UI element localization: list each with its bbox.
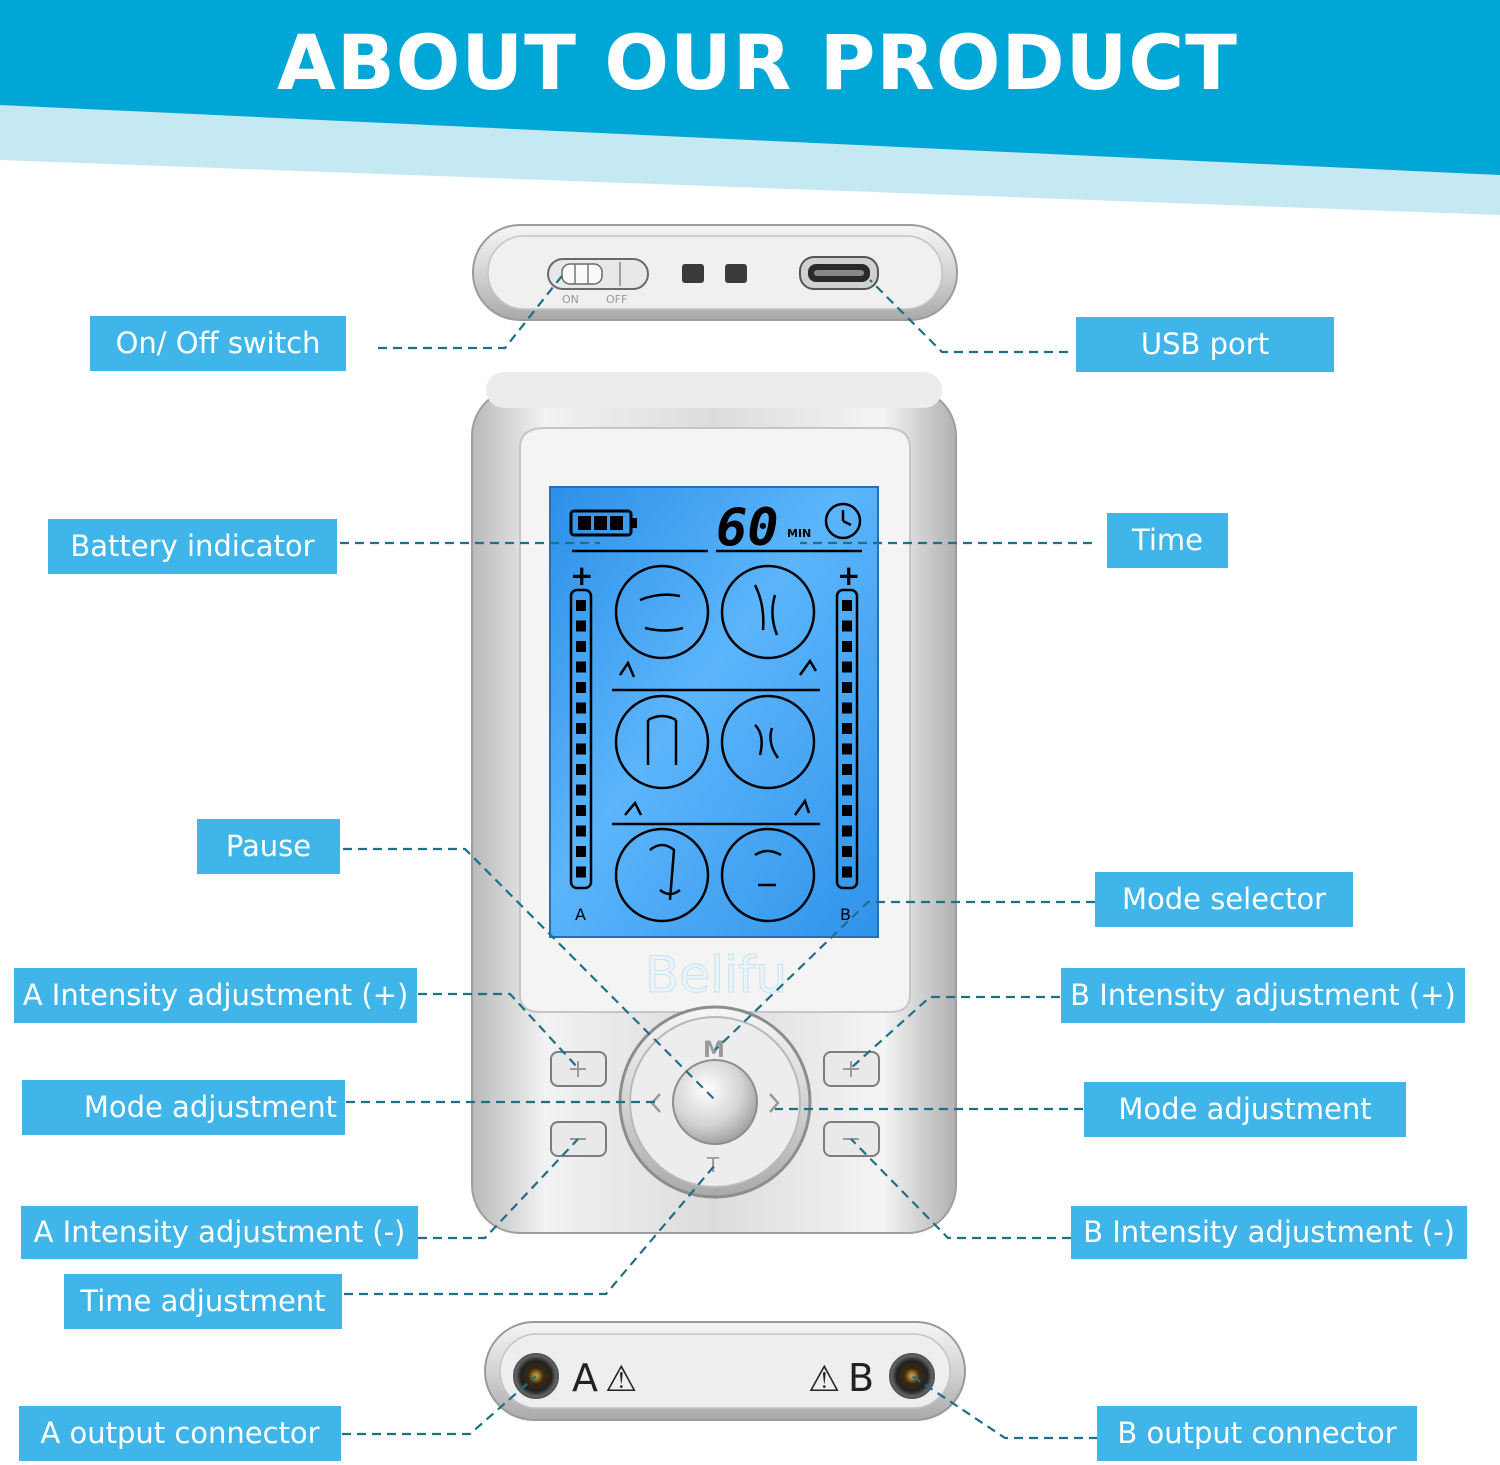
indicator-light-1 — [682, 264, 704, 283]
channel-a-level-bar — [569, 588, 593, 890]
channel-b-segments — [842, 600, 852, 878]
label-usb-port: USB port — [1076, 317, 1334, 372]
label-b-intensity-plus: B Intensity adjustment (+) — [1061, 968, 1465, 1023]
line-mode-selector — [714, 900, 1095, 1051]
line-usb — [869, 279, 1068, 354]
intensity-segment — [576, 723, 586, 734]
label-b-output-connector: B output connector — [1097, 1406, 1417, 1461]
intensity-segment — [576, 764, 586, 775]
output-a-warning-icon: ⚠ — [605, 1359, 637, 1400]
mode-icon-foot — [720, 827, 816, 923]
b-plus-button[interactable] — [823, 1051, 880, 1087]
lcd-time-value: 60 — [716, 498, 779, 558]
intensity-segment — [576, 641, 586, 652]
intensity-segment — [842, 743, 852, 755]
intensity-segment — [842, 866, 852, 878]
intensity-segment — [576, 784, 586, 796]
mode-icon-leg — [720, 694, 816, 790]
intensity-segment — [842, 661, 852, 673]
output-a-letter: A — [572, 1356, 598, 1400]
intensity-segment — [842, 825, 852, 837]
label-a-intensity-plus: A Intensity adjustment (+) — [14, 968, 417, 1023]
label-time-adjustment: Time adjustment — [64, 1274, 342, 1329]
device-bottom-view: A ⚠ ⚠ B — [484, 1321, 966, 1421]
channel-b-plus: + — [837, 559, 860, 592]
intensity-segment — [576, 661, 586, 673]
intensity-segment — [842, 723, 852, 734]
intensity-segment — [576, 702, 586, 714]
intensity-segment — [576, 825, 586, 837]
lcd-time-unit: MIN — [787, 527, 811, 540]
line-a-output — [342, 1375, 537, 1436]
label-mode-adjustment-left: Mode adjustment — [22, 1080, 345, 1135]
pause-button[interactable] — [672, 1059, 758, 1145]
intensity-segment — [842, 846, 852, 857]
label-pause: Pause — [197, 819, 340, 874]
label-a-intensity-minus: A Intensity adjustment (-) — [21, 1206, 418, 1259]
line-pause — [343, 847, 716, 1101]
intensity-segment — [576, 846, 586, 857]
a-plus-button[interactable] — [550, 1051, 607, 1087]
channel-a-letter: A — [575, 905, 586, 924]
label-a-output-connector: A output connector — [19, 1406, 341, 1461]
line-time-adj — [344, 1164, 716, 1296]
power-switch[interactable] — [547, 258, 649, 290]
mode-icon-shoulder — [614, 827, 710, 923]
intensity-segment — [842, 682, 852, 693]
label-on-off-switch: On/ Off switch — [90, 316, 346, 371]
brand-logo: Belifu — [645, 946, 787, 1004]
clock-icon — [824, 502, 862, 540]
line-b-minus — [850, 1138, 1071, 1240]
line-b-plus — [850, 995, 1060, 1069]
page-title: ABOUT OUR PRODUCT — [277, 18, 1238, 107]
line-on-off — [378, 271, 566, 350]
switch-off-text: OFF — [606, 293, 627, 306]
a-minus-button[interactable] — [550, 1121, 607, 1157]
intensity-segment — [842, 764, 852, 775]
intensity-segment — [576, 682, 586, 693]
label-battery-indicator: Battery indicator — [48, 519, 337, 574]
channel-a-segments — [576, 600, 586, 878]
intensity-segment — [576, 805, 586, 816]
lcd-screen: 60 MIN + + A B — [549, 486, 879, 938]
channel-a-plus: + — [570, 559, 593, 592]
mode-key-label: M — [703, 1038, 725, 1063]
mode-right-arrow-icon[interactable] — [769, 1093, 780, 1113]
label-mode-adjustment-right: Mode adjustment — [1084, 1082, 1406, 1137]
channel-b-letter: B — [840, 905, 851, 924]
usb-port-icon — [799, 256, 879, 290]
output-b-letter: B — [848, 1356, 874, 1400]
intensity-segment — [576, 866, 586, 878]
line-b-output — [911, 1375, 1098, 1440]
label-b-intensity-minus: B Intensity adjustment (-) — [1071, 1206, 1467, 1259]
line-a-plus — [418, 992, 579, 1069]
mode-icon-arm — [720, 564, 816, 660]
intensity-segment — [842, 641, 852, 652]
label-time: Time — [1107, 513, 1228, 568]
intensity-segment — [842, 805, 852, 816]
header-band — [0, 0, 1500, 215]
line-a-minus — [418, 1138, 579, 1240]
switch-on-text: ON — [562, 293, 579, 306]
intensity-segment — [576, 620, 586, 632]
intensity-segment — [842, 702, 852, 714]
label-mode-selector: Mode selector — [1095, 872, 1353, 927]
battery-icon — [569, 509, 637, 537]
mode-icon-back — [614, 694, 710, 790]
indicator-light-2 — [725, 264, 747, 283]
channel-b-level-bar — [835, 588, 859, 890]
intensity-segment — [576, 600, 586, 611]
intensity-segment — [842, 620, 852, 632]
intensity-segment — [842, 784, 852, 796]
mode-icons-grid — [612, 564, 820, 923]
device-front-view: 60 MIN + + A B — [471, 372, 957, 1234]
mode-icon-hand — [614, 564, 710, 660]
device-top-view: ON OFF — [472, 224, 958, 321]
intensity-segment — [576, 743, 586, 755]
intensity-segment — [842, 600, 852, 611]
output-b-warning-icon: ⚠ — [808, 1359, 840, 1400]
b-output-jack[interactable] — [889, 1353, 935, 1399]
